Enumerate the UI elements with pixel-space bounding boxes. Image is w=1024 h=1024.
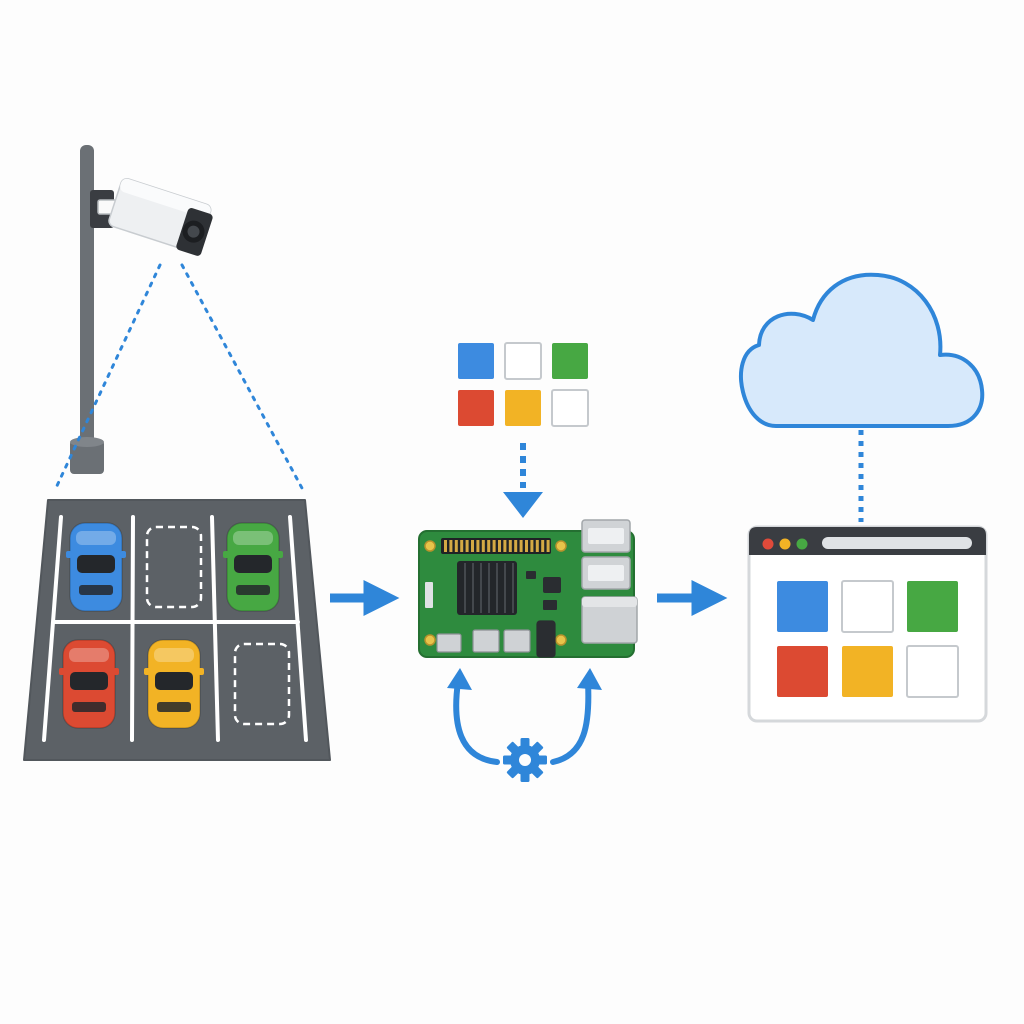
status-to-board-link [503, 443, 543, 518]
status-cell [458, 343, 494, 379]
bottom-ports [436, 620, 556, 658]
cloud-icon [739, 272, 985, 428]
dashboard-cell [907, 581, 958, 632]
status-cell [458, 390, 494, 426]
chips [425, 571, 561, 610]
single-board-computer-icon [418, 519, 638, 658]
window-controls [762, 538, 808, 550]
mounting-holes [424, 540, 567, 646]
status-cell [505, 390, 541, 426]
dashboard-cell [842, 646, 893, 697]
status-cell [551, 389, 589, 427]
usb-ethernet-ports [581, 519, 638, 644]
window-dot-icon [796, 538, 808, 550]
gpio-header [441, 538, 551, 554]
parking-lot [23, 499, 331, 761]
car-icon [223, 522, 283, 612]
browser-window-icon [747, 525, 988, 723]
security-camera-icon [90, 177, 213, 256]
status-cell [552, 343, 588, 379]
window-dot-icon [779, 538, 791, 550]
car-icon [59, 639, 119, 729]
parking-lines [42, 515, 308, 742]
gear-icon [503, 738, 547, 782]
empty-spot-marker [233, 642, 291, 726]
parking-spots [59, 522, 291, 729]
address-bar [822, 537, 972, 549]
status-grid [458, 342, 589, 427]
dashboard-grid [777, 580, 959, 698]
dashboard-cell [777, 646, 828, 697]
dashboard-cell [777, 581, 828, 632]
window-dot-icon [762, 538, 774, 550]
feedback-loop [447, 668, 602, 765]
car-icon [144, 639, 204, 729]
dashboard-cell [841, 580, 894, 633]
status-cell [504, 342, 542, 380]
dashboard-cell [906, 645, 959, 698]
car-icon [66, 522, 126, 612]
heatsink [457, 561, 517, 615]
camera-view-lines [53, 263, 305, 492]
empty-spot-marker [145, 525, 203, 609]
